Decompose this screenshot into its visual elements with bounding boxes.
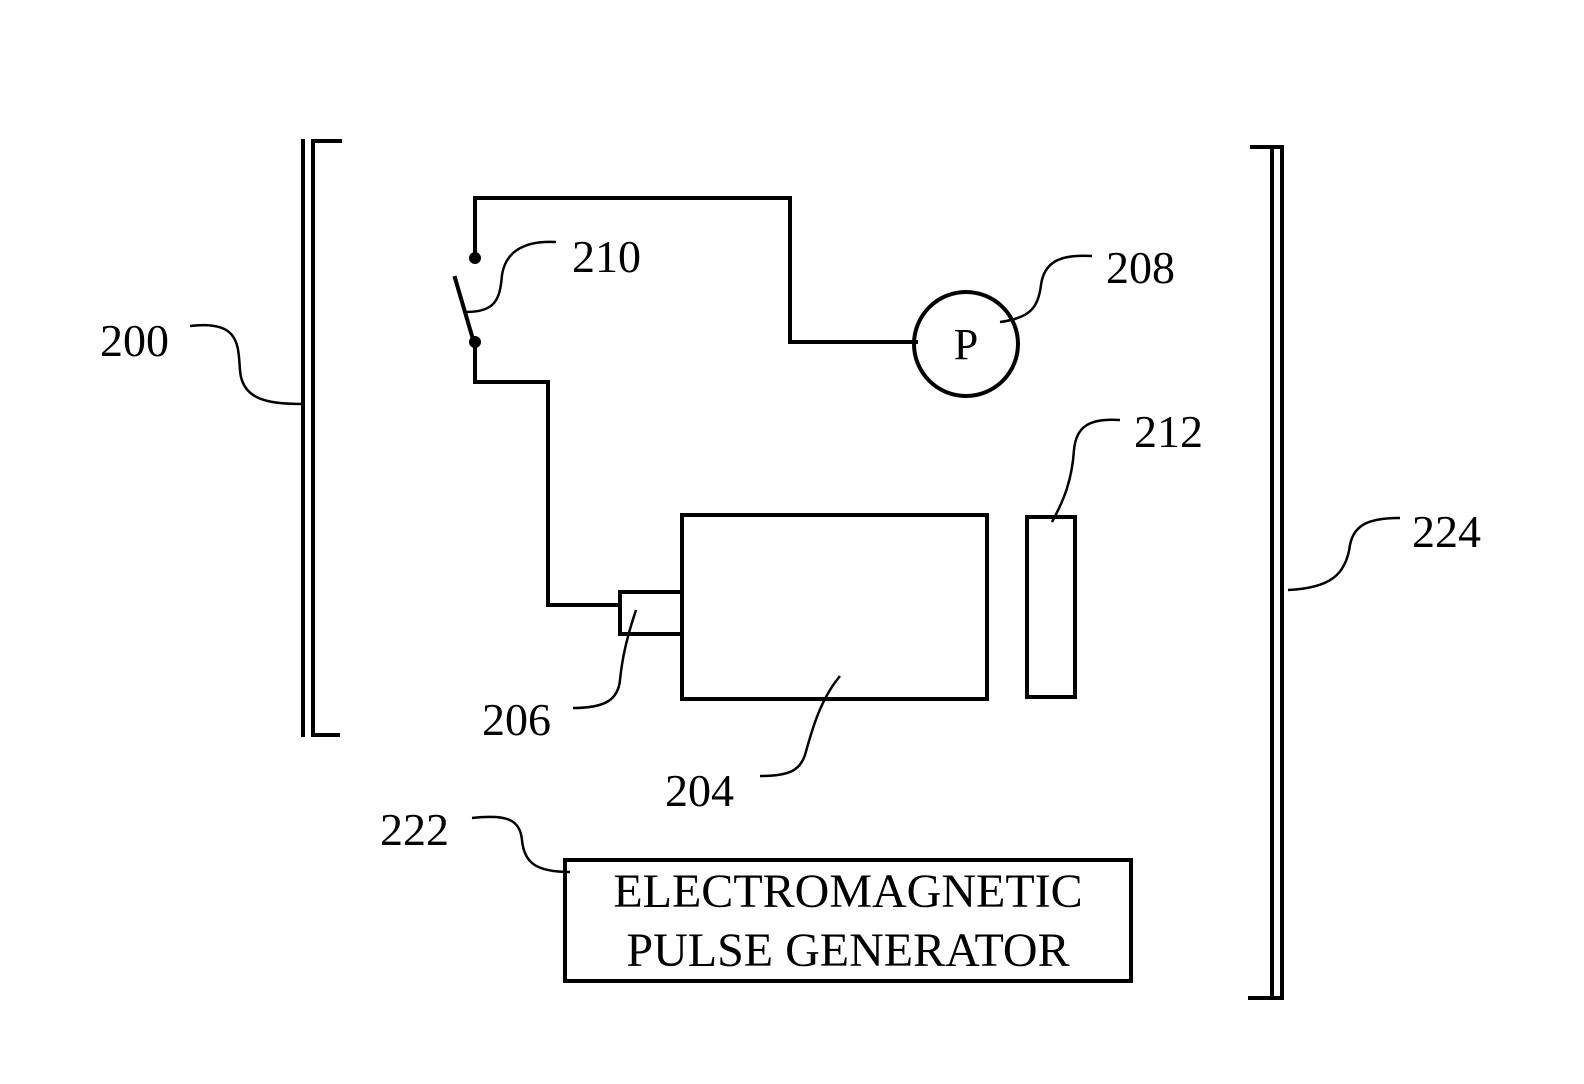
target-plate	[1027, 517, 1075, 697]
switch	[455, 252, 481, 348]
leader-212	[1052, 420, 1120, 522]
label-224: 224	[1412, 506, 1481, 557]
generator-label-line2: PULSE GENERATOR	[626, 924, 1069, 977]
label-206: 206	[482, 694, 551, 745]
leader-210	[466, 242, 556, 312]
label-210: 210	[572, 231, 641, 282]
switch-terminal-top	[469, 252, 481, 264]
pressure-gauge-symbol: P	[954, 320, 978, 369]
leader-200	[190, 325, 303, 404]
label-204: 204	[665, 765, 734, 816]
generator-label-line1: ELECTROMAGNETIC	[613, 865, 1082, 918]
circuit-wire	[475, 198, 916, 605]
leader-222	[472, 817, 570, 872]
leader-208	[1000, 256, 1092, 322]
label-208: 208	[1106, 242, 1175, 293]
switch-blade	[455, 278, 472, 336]
label-222: 222	[380, 804, 449, 855]
right-wall	[1250, 147, 1282, 998]
charge-block	[682, 515, 987, 699]
pressure-gauge: P	[914, 292, 1018, 396]
leader-224	[1288, 518, 1400, 590]
leader-lines	[190, 242, 1400, 872]
leader-206	[573, 610, 636, 708]
leader-204	[760, 676, 840, 776]
left-wall	[303, 141, 340, 735]
label-200: 200	[100, 315, 169, 366]
label-212: 212	[1134, 406, 1203, 457]
